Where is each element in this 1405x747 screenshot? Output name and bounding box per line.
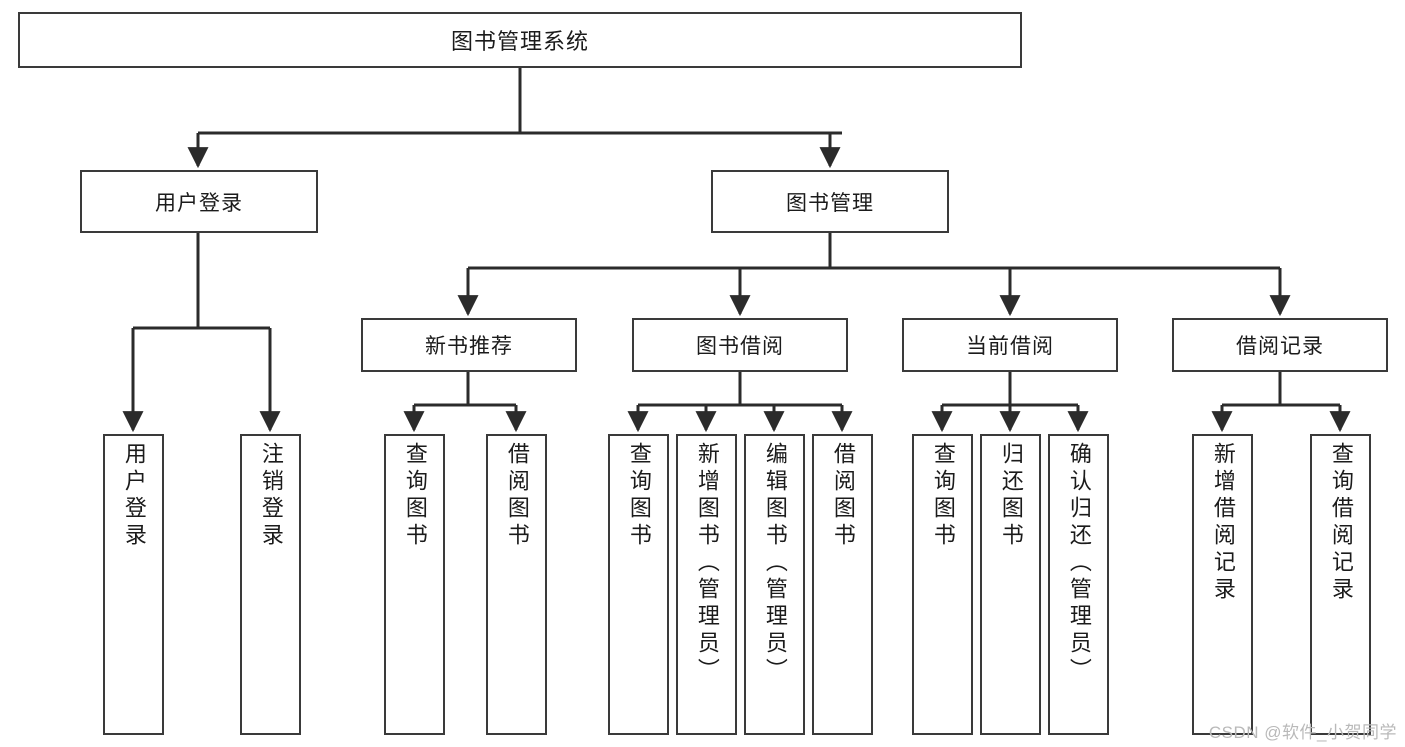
leaf-label: 归还图书: [998, 442, 1024, 550]
node-label: 图书管理系统: [450, 29, 589, 54]
leaf-currentborrow-return-book[interactable]: 归还图书: [980, 434, 1041, 735]
leaf-label: 新增借阅记录: [1210, 442, 1236, 604]
leaf-bookborrow-query-book[interactable]: 查询图书: [608, 434, 669, 735]
leaf-label: 查询图书: [930, 442, 956, 550]
leaf-label: 编辑图书（管理员）: [762, 442, 788, 685]
leaf-label: 用户登录: [121, 442, 147, 550]
edges-borrowrecord-to-leaves: [1211, 372, 1351, 433]
leaf-label: 确认归还（管理员）: [1066, 442, 1092, 685]
leaf-label: 借阅图书: [504, 442, 530, 550]
edges-newbook-to-leaves: [403, 372, 527, 433]
node-current-borrow[interactable]: 当前借阅: [902, 318, 1118, 372]
leaf-label: 查询图书: [626, 442, 652, 550]
node-label: 用户登录: [155, 191, 243, 215]
leaf-bookborrow-borrow-book[interactable]: 借阅图书: [812, 434, 873, 735]
watermark-text: CSDN @软件_小贺同学: [1208, 723, 1397, 742]
node-user-login[interactable]: 用户登录: [80, 170, 318, 233]
node-borrow-record[interactable]: 借阅记录: [1172, 318, 1388, 372]
leaf-label: 新增图书（管理员）: [694, 442, 720, 685]
leaf-newbook-query-book[interactable]: 查询图书: [384, 434, 445, 735]
node-label: 当前借阅: [966, 335, 1054, 358]
node-book-borrow[interactable]: 图书借阅: [632, 318, 848, 372]
node-book-management[interactable]: 图书管理: [711, 170, 949, 233]
leaf-bookborrow-add-book-admin[interactable]: 新增图书（管理员）: [676, 434, 737, 735]
node-label: 借阅记录: [1236, 335, 1324, 358]
edges-root-to-level2: [187, 68, 842, 169]
leaf-user-login-logout[interactable]: 注销登录: [240, 434, 301, 735]
edges-userlogin-to-leaves: [122, 233, 281, 433]
leaf-currentborrow-query-book[interactable]: 查询图书: [912, 434, 973, 735]
edges-currentborrow-to-leaves: [931, 372, 1089, 433]
leaf-label: 借阅图书: [830, 442, 856, 550]
leaf-label: 注销登录: [258, 442, 284, 550]
node-label: 图书管理: [786, 191, 874, 215]
leaf-borrowrecord-query-record[interactable]: 查询借阅记录: [1310, 434, 1371, 735]
edges-bookborrow-to-leaves: [627, 372, 853, 433]
leaf-bookborrow-edit-book-admin[interactable]: 编辑图书（管理员）: [744, 434, 805, 735]
node-label: 新书推荐: [425, 335, 513, 358]
leaf-user-login-login[interactable]: 用户登录: [103, 434, 164, 735]
node-label: 图书借阅: [696, 335, 784, 358]
leaf-borrowrecord-add-record[interactable]: 新增借阅记录: [1192, 434, 1253, 735]
leaf-newbook-borrow-book[interactable]: 借阅图书: [486, 434, 547, 735]
leaf-currentborrow-confirm-return-admin[interactable]: 确认归还（管理员）: [1048, 434, 1109, 735]
leaf-label: 查询借阅记录: [1328, 442, 1354, 604]
leaf-label: 查询图书: [402, 442, 428, 550]
node-new-book-recommend[interactable]: 新书推荐: [361, 318, 577, 372]
node-root-system[interactable]: 图书管理系统: [18, 12, 1022, 68]
edges-bookmgmt-to-level3: [457, 233, 1291, 317]
